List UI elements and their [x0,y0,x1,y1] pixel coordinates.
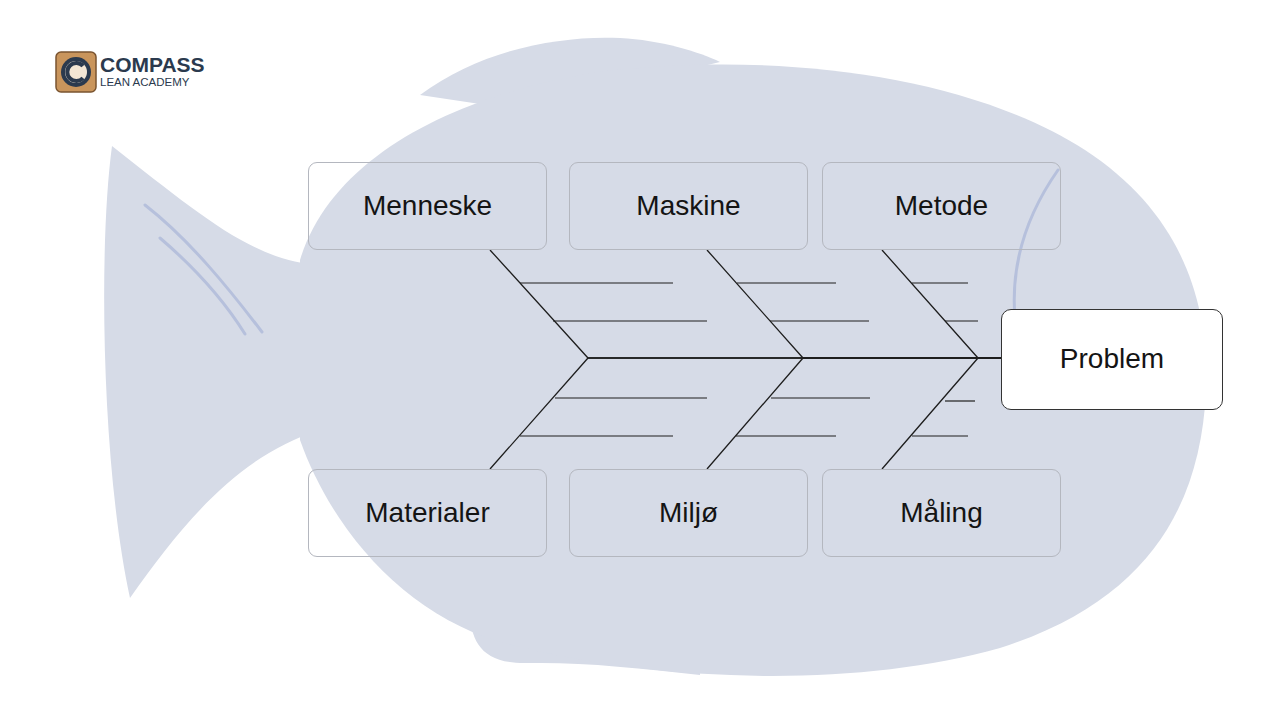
category-box: Materialer [308,469,547,557]
category-label: Menneske [363,191,492,222]
category-label: Maskine [636,191,740,222]
category-label: Metode [895,191,988,222]
logo-icon [56,52,96,92]
category-label: Miljø [659,498,718,529]
logo-wordmark: COMPASS [100,54,205,75]
fishbone-bone [490,358,1001,469]
fishbone-bone [707,358,1001,469]
fishbone-bone [882,358,1001,469]
category-box: Måling [822,469,1061,557]
problem-label: Problem [1060,344,1164,375]
fishbone-ribs [520,283,978,436]
fishbone-bone [882,250,1001,358]
category-label: Måling [900,498,982,529]
category-box: Maskine [569,162,808,250]
category-box: Metode [822,162,1061,250]
category-box: Menneske [308,162,547,250]
category-label: Materialer [365,498,489,529]
problem-box: Problem [1001,309,1223,410]
category-box: Miljø [569,469,808,557]
fishbone-bone [707,250,1001,358]
fin-highlight [145,170,1058,334]
fishbone-bone [490,250,1001,358]
logo-subtitle: LEAN ACADEMY [100,77,189,89]
